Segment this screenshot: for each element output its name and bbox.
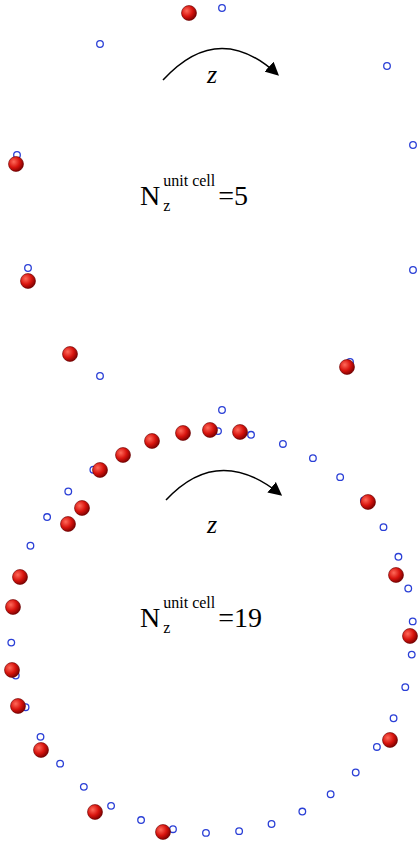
site-marker [410,267,417,274]
site-marker [37,734,44,741]
formula-text: N [140,182,160,210]
site-marker [299,808,306,815]
atom [176,426,191,441]
site-marker [27,542,34,549]
atom [75,501,90,516]
site-marker [374,744,381,751]
site-marker [97,373,104,380]
atom [383,733,398,748]
site-marker [380,524,387,531]
formula-text: =19 [218,604,262,632]
atom [182,6,197,21]
atom [203,423,218,438]
site-marker [352,769,359,776]
atom [233,425,248,440]
atom [156,825,171,840]
formula-text: z [163,198,170,214]
formula-text: z [163,620,170,636]
site-marker [203,830,210,837]
rotation-arrow [163,48,277,80]
formula-text: =5 [218,182,248,210]
atom [403,629,418,644]
atom [13,570,28,585]
atom [21,274,36,289]
site-marker [280,441,287,448]
site-marker [409,618,416,625]
atom [11,699,26,714]
atom [9,157,24,172]
site-marker [337,474,344,481]
site-marker [65,488,72,495]
site-marker [390,715,397,722]
site-marker [408,651,415,658]
site-marker [384,63,391,70]
site-marker [44,514,51,521]
atom [6,600,21,615]
atom [116,448,131,463]
site-marker [57,760,64,767]
atom [63,347,78,362]
axis-label: z [207,512,217,538]
site-marker [81,784,88,791]
atom [5,663,20,678]
atom [61,517,76,532]
rotation-arrow [166,470,280,500]
site-marker [97,41,104,48]
atom [88,805,103,820]
site-marker [8,639,15,646]
atom [145,434,160,449]
atom [34,743,49,758]
site-marker [219,407,226,414]
site-marker [310,455,317,462]
axis-label: z [207,62,217,88]
site-marker [268,821,275,828]
formula-text: N [140,604,160,632]
site-marker [395,554,402,561]
formula-text: unit cell [163,595,215,611]
atom [340,360,355,375]
atom [361,495,376,510]
site-marker [219,5,226,12]
site-marker [410,142,417,149]
site-marker [402,684,409,691]
site-marker [108,803,115,810]
site-marker [138,817,145,824]
site-marker [248,432,255,439]
site-marker [236,828,243,835]
atom [389,568,404,583]
atom [93,463,108,478]
site-marker [405,585,412,592]
formula-text: unit cell [163,173,215,189]
site-marker [327,791,334,798]
site-marker [25,265,32,272]
